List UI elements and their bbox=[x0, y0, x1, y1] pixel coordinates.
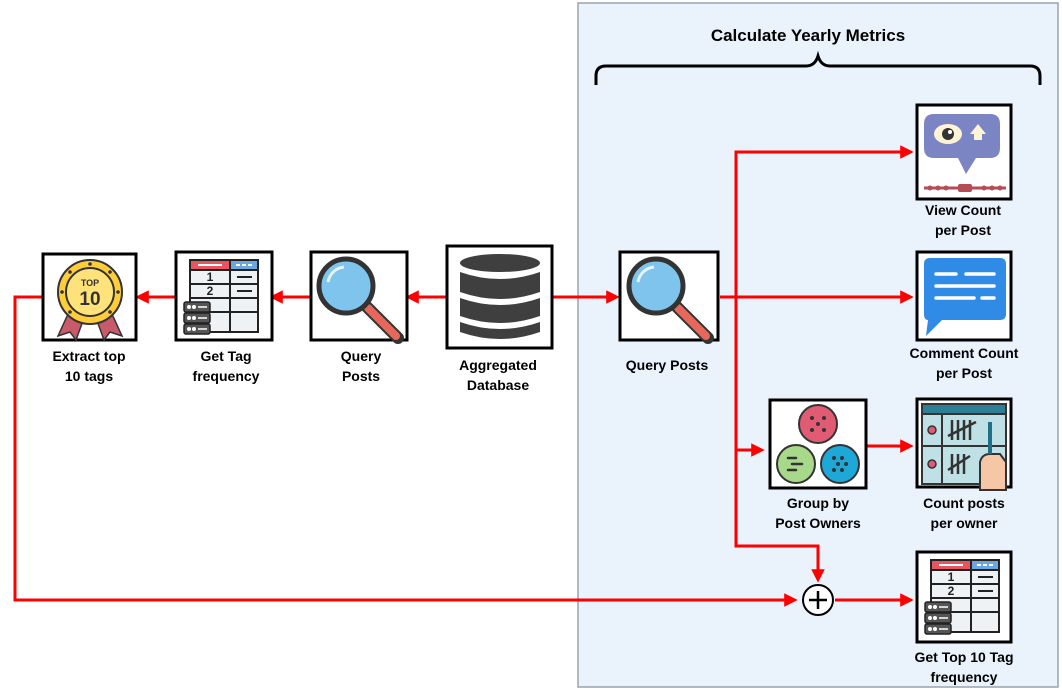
arrow-to-join bbox=[734, 450, 825, 583]
group-by-label-2: Post Owners bbox=[775, 515, 861, 531]
node-count-posts-owner bbox=[915, 397, 1013, 491]
extract-top10-label-2: 10 tags bbox=[65, 368, 113, 384]
view-count-label-1: View Count bbox=[925, 202, 1001, 218]
node-comment-count bbox=[915, 250, 1013, 342]
node-query-posts-right bbox=[618, 250, 720, 340]
grouping-circles-icon bbox=[776, 404, 860, 484]
node-view-count bbox=[915, 103, 1013, 201]
node-get-tag-frequency: 1 2 bbox=[174, 250, 274, 342]
comment-count-label-1: Comment Count bbox=[910, 345, 1019, 361]
count-posts-label-1: Count posts bbox=[923, 495, 1005, 511]
connectors bbox=[13, 145, 914, 607]
medal-number-text: 10 bbox=[79, 289, 100, 310]
panel-title: Calculate Yearly Metrics bbox=[711, 26, 905, 45]
database-icon bbox=[460, 254, 540, 339]
aggregated-db-label-1: Aggregated bbox=[459, 357, 537, 373]
top10-tag-frequency-label-2: frequency bbox=[931, 669, 998, 685]
table-row2-text: 2 bbox=[948, 584, 955, 598]
arrow-top10-to-join bbox=[13, 295, 798, 607]
curly-brace bbox=[594, 50, 1042, 85]
top10-tag-frequency-label-1: Get Top 10 Tag bbox=[914, 649, 1013, 665]
table-database-icon: 1 2 bbox=[924, 559, 1000, 635]
table-row1-text: 1 bbox=[948, 570, 955, 584]
comment-bubble-icon bbox=[924, 258, 1006, 336]
view-count-label-2: per Post bbox=[935, 222, 991, 238]
table-database-icon: 1 2 bbox=[183, 259, 259, 335]
table-row2-text: 2 bbox=[207, 284, 214, 298]
node-group-by-owners bbox=[768, 398, 868, 490]
medal-top-text: TOP bbox=[81, 278, 99, 288]
node-top10-tag-frequency: 1 2 bbox=[915, 550, 1013, 644]
get-tag-frequency-label-2: frequency bbox=[193, 368, 260, 384]
node-extract-top10: TOP 10 bbox=[41, 252, 138, 342]
extract-top10-label-1: Extract top bbox=[52, 348, 125, 364]
query-posts-left-label-1: Query bbox=[341, 348, 382, 364]
count-posts-label-2: per owner bbox=[931, 515, 998, 531]
table-row1-text: 1 bbox=[207, 270, 214, 284]
tally-board-icon bbox=[921, 403, 1007, 491]
join-node bbox=[802, 584, 834, 616]
aggregated-db-label-2: Database bbox=[467, 377, 529, 393]
query-posts-left-label-2: Posts bbox=[342, 368, 380, 384]
comment-count-label-2: per Post bbox=[936, 365, 992, 381]
query-posts-right-label: Query Posts bbox=[626, 357, 709, 373]
group-by-label-1: Group by bbox=[787, 495, 849, 511]
eye-chat-bubble-icon bbox=[924, 114, 1006, 192]
node-query-posts-left bbox=[309, 250, 409, 340]
top10-medal-icon: TOP 10 bbox=[56, 259, 124, 342]
node-aggregated-database bbox=[445, 244, 554, 350]
get-tag-frequency-label-1: Get Tag bbox=[200, 348, 251, 364]
